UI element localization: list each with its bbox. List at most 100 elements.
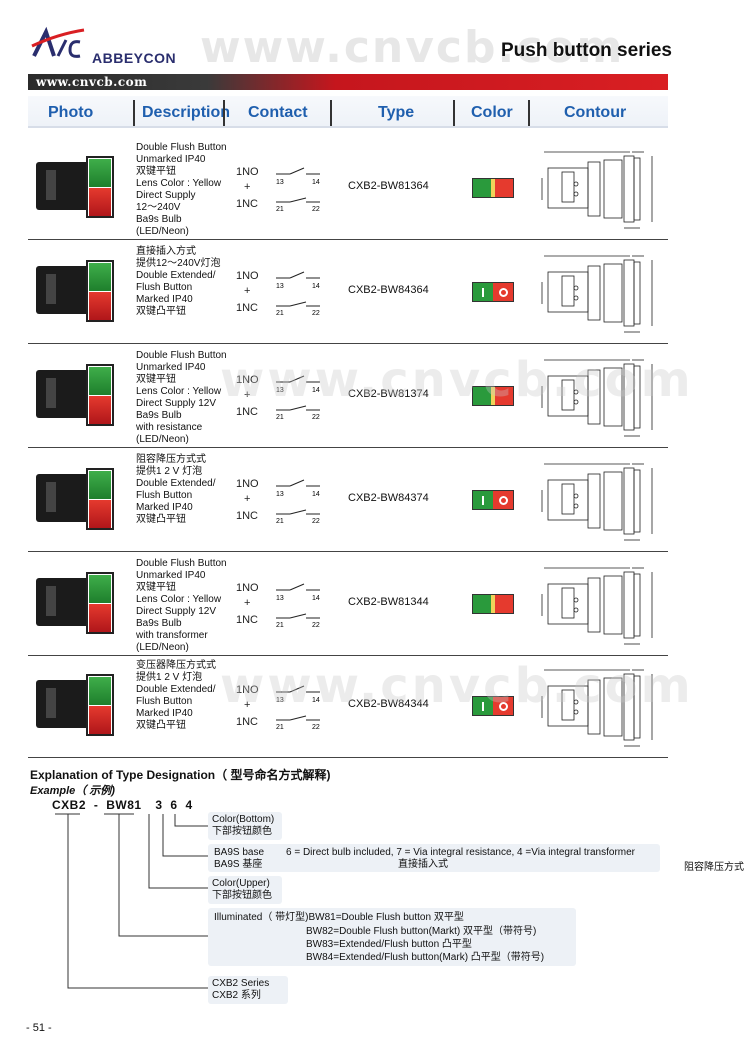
- code-series: CXB2: [52, 798, 87, 812]
- contact-no: 1NO: [236, 166, 259, 178]
- contact-plus: +: [244, 181, 251, 193]
- green-swatch: [473, 387, 491, 405]
- color-swatch: [472, 594, 514, 614]
- box-line: BW84=Extended/Flush button(Mark) 凸平型（带符号…: [306, 952, 545, 963]
- contact-plus: +: [244, 285, 251, 297]
- terminal-label: 21: [276, 414, 284, 420]
- description-line: 提供1 2 V 灯泡: [136, 466, 203, 477]
- description-line: with transformer: [136, 630, 208, 641]
- color-swatch: [472, 178, 514, 198]
- terminal-label: 22: [312, 414, 320, 420]
- description-line: Flush Button: [136, 490, 193, 501]
- description-line: Direct Supply 12V: [136, 398, 217, 409]
- green-button-icon: [89, 471, 111, 499]
- page-header: ABBEYCON www.cnvcb.com Push button serie…: [0, 0, 750, 92]
- table-header: Photo Description Contact Type Color Con…: [28, 96, 668, 128]
- box-line: BA9S 基座: [214, 859, 263, 870]
- explanation-title: Explanation of Type Designation（ 型号命名方式解…: [30, 768, 331, 782]
- code-upper-color: 3: [155, 798, 163, 812]
- terminal-label: 21: [276, 622, 284, 628]
- terminal-label: 13: [276, 283, 284, 290]
- on-symbol-icon: [482, 701, 484, 711]
- description-line: 直接插入方式: [136, 246, 196, 257]
- switch-body-icon: [36, 266, 92, 314]
- description-line: Double Extended/: [136, 684, 216, 695]
- contact-diagram-icon: 13 14 21 22: [276, 167, 320, 212]
- product-type-code: CXB2-BW84364: [348, 284, 429, 296]
- description-line: Direct Supply 12V: [136, 606, 217, 617]
- contour-drawing-icon: [541, 463, 653, 541]
- column-divider: [528, 100, 530, 126]
- contact-nc: 1NC: [236, 198, 259, 210]
- color-swatch: [472, 696, 514, 716]
- red-button-icon: [89, 604, 111, 632]
- box-line: BW83=Extended/Flush button 凸平型: [306, 939, 472, 950]
- description-line: Ba9s Bulb: [136, 214, 182, 225]
- switch-body-icon: [36, 578, 92, 626]
- product-photo: [36, 364, 128, 434]
- contact-plus: +: [244, 493, 251, 505]
- red-button-icon: [89, 188, 111, 216]
- page-number: - 51 -: [26, 1022, 52, 1034]
- terminal-label: 14: [312, 283, 320, 290]
- green-button-icon: [89, 677, 111, 705]
- contact-nc: 1NC: [236, 716, 259, 728]
- box-line: CXB2 Series: [212, 978, 270, 989]
- description-line: Lens Color : Yellow: [136, 594, 222, 605]
- illuminated-box: Illuminated（ 带灯型)BW81=Double Flush butto…: [208, 908, 576, 966]
- green-button-icon: [89, 575, 111, 603]
- contact-diagram-icon: 13 14 21 22: [276, 375, 320, 420]
- product-type-code: CXB2-BW84344: [348, 698, 429, 710]
- contact-no: 1NO: [236, 270, 259, 282]
- description-line: 12～240V: [136, 202, 181, 213]
- description-line: 提供12～240V灯泡: [136, 258, 221, 269]
- description-line: 双键凸平钮: [136, 306, 186, 317]
- red-swatch: [495, 387, 513, 405]
- type-code: CXB2 - BW81 3 6 4: [52, 798, 197, 812]
- contact-no: 1NO: [236, 684, 259, 696]
- contact-spec: 1NO + 1NC 13 14 21 22: [236, 374, 336, 434]
- description-line: Ba9s Bulb: [136, 618, 182, 629]
- example-label: Example（ 示例): [30, 785, 115, 797]
- box-line: 下部按钮颜色: [212, 890, 272, 901]
- description-line: (LED/Neon): [136, 642, 189, 653]
- page-title: Push button series: [500, 40, 672, 61]
- description-line: Unmarked IP40: [136, 154, 206, 165]
- contact-spec: 1NO + 1NC 13 14 21 22: [236, 684, 336, 744]
- product-type-code: CXB2-BW81344: [348, 596, 429, 608]
- description-line: Unmarked IP40: [136, 362, 206, 373]
- color-swatch: [472, 282, 514, 302]
- code-model: BW81: [106, 798, 142, 812]
- base-box: BA9S base BA9S 基座 6 = Direct bulb includ…: [208, 844, 660, 872]
- green-swatch: [473, 283, 493, 301]
- box-line: 6 = Direct bulb included, 7 = Via integr…: [286, 847, 635, 858]
- yellow-lens-swatch: [491, 179, 495, 197]
- terminal-label: 14: [312, 491, 320, 498]
- terminal-label: 21: [276, 724, 284, 730]
- off-symbol-icon: [498, 287, 508, 297]
- red-button-icon: [89, 292, 111, 320]
- description-line: Double Flush Button: [136, 142, 227, 153]
- description-line: (LED/Neon): [136, 434, 189, 445]
- abbeycon-logo-icon: [31, 26, 85, 58]
- url-banner: [28, 74, 668, 90]
- box-line: 直接插入式: [398, 859, 448, 870]
- button-face-icon: [86, 364, 114, 426]
- contact-spec: 1NO + 1NC 13 14 21 22: [236, 478, 336, 538]
- box-line: BA9S base: [214, 847, 265, 858]
- description-line: 阻容降压方式式: [136, 454, 206, 465]
- contour-drawing-icon: [541, 359, 653, 437]
- column-divider: [330, 100, 332, 126]
- watermark-text: www.cnvcb.com: [220, 352, 694, 408]
- description-line: Ba9s Bulb: [136, 410, 182, 421]
- description-line: 双键凸平钮: [136, 720, 186, 731]
- product-photo: [36, 468, 128, 538]
- on-symbol-icon: [482, 495, 484, 505]
- product-type-code: CXB2-BW81374: [348, 388, 429, 400]
- red-swatch: [495, 179, 513, 197]
